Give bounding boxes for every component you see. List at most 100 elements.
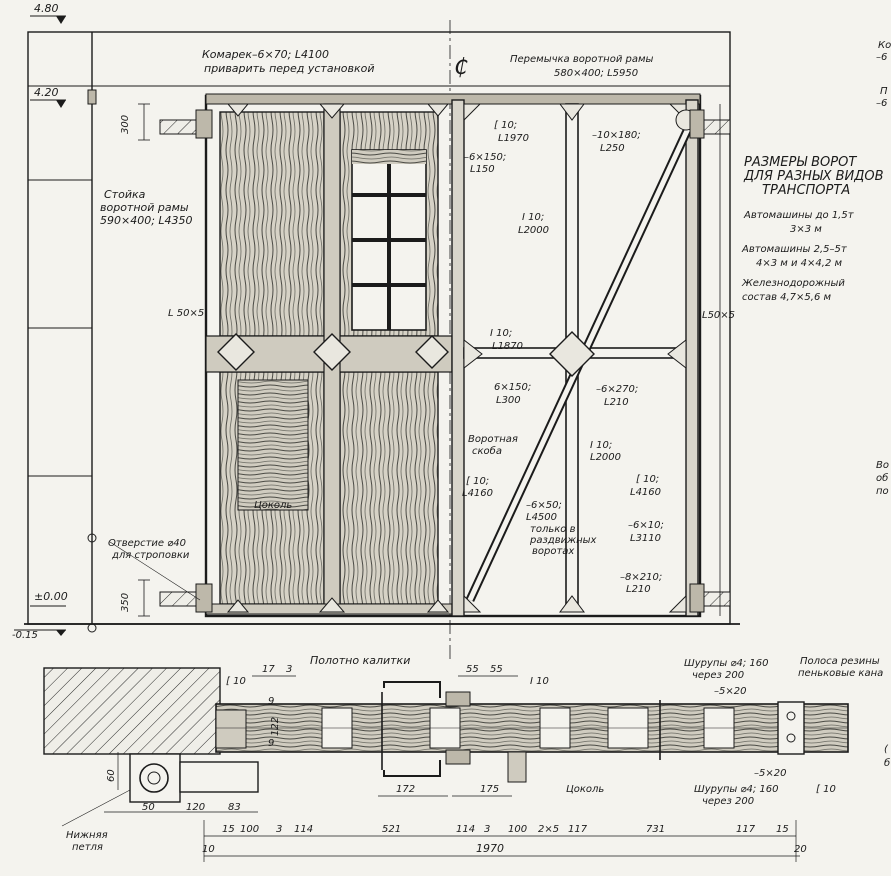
chain-dim-4: 114: [294, 824, 313, 835]
hinges: [87, 89, 731, 633]
gate-sizes-panel: РАЗМЕРЫ ВОРОТ ДЛЯ РАЗНЫХ ВИДОВ ТРАНСПОРТ…: [741, 155, 884, 303]
sizes-heading-3: ТРАНСПОРТА: [762, 183, 850, 198]
sizes-row3-b: состав 4,7×5,6 м: [742, 292, 832, 303]
sizes-row3-a: Железнодорожный: [741, 278, 845, 289]
label-d1: I 10;: [522, 212, 544, 223]
post-note-2: воротной рамы: [100, 201, 189, 214]
label-k3: только в: [530, 524, 576, 535]
label-c1: –10×180;: [592, 130, 641, 141]
plan-d175: 175: [480, 784, 499, 795]
label-f2: L300: [496, 395, 521, 406]
plan-d60: 60: [106, 769, 117, 782]
label-o1: –8×210;: [620, 572, 662, 583]
label-h1: I 10;: [590, 440, 612, 451]
chain-dim-3: 3: [276, 824, 282, 835]
cropped-right-notes: Ко –6 П –6 Во об по ( б: [876, 40, 891, 769]
plan-d55b: 55: [490, 664, 503, 675]
label-i2: скоба: [472, 445, 502, 457]
plan-d3: 3: [286, 664, 292, 675]
chain-total: 1970: [476, 842, 504, 855]
label-e1: I 10;: [490, 328, 512, 339]
label-a1: –6×150;: [464, 152, 506, 163]
sizes-row2-a: Автомашины 2,5–5т: [741, 244, 848, 255]
wicket-panels: [205, 103, 453, 615]
label-k1: –6×50;: [526, 500, 562, 511]
angle-label-right: L50×5: [702, 310, 735, 321]
post-note-1: Стойка: [104, 188, 146, 201]
chain-dim-1: 15: [222, 824, 235, 835]
hole-note-2: для строповки: [111, 550, 190, 561]
plan-d17: 17: [262, 664, 275, 675]
plan-rubber-2: пеньковые кана: [798, 668, 883, 679]
label-m2: L4160: [630, 487, 661, 498]
centerline-mark: ₵: [454, 55, 468, 80]
level-markers: [14, 15, 66, 636]
chain-dim-5: 521: [382, 824, 401, 835]
label-g2: L210: [604, 397, 629, 408]
label-d2: L2000: [518, 225, 549, 236]
plan-section: [43, 667, 849, 827]
dim-350: 350: [120, 593, 131, 612]
label-n1: –6×10;: [628, 520, 664, 531]
right-note-1: Ко: [878, 40, 891, 51]
label-b2: L1970: [498, 133, 529, 144]
plan-rubber-1: Полоса резины: [800, 656, 880, 667]
post-note-3: 590×400; L4350: [100, 214, 193, 227]
label-plinth-elev: Цоколь: [254, 500, 292, 511]
plan-d83: 83: [228, 802, 241, 813]
label-k5: воротах: [532, 546, 574, 557]
plan-channel-right: [ 10: [816, 784, 836, 795]
plan-hinge-2: петля: [72, 842, 103, 853]
chain-left-10: 10: [202, 844, 215, 855]
sizes-row1-b: 3×3 м: [790, 224, 822, 235]
right-note-3: П: [880, 86, 888, 97]
dim-300: 300: [120, 115, 131, 134]
angle-label-left: L 50×5: [168, 308, 204, 319]
channel-c10-centre: [451, 99, 465, 617]
level-000: ±0.00: [34, 590, 68, 603]
right-note-4: –6: [876, 98, 887, 109]
right-note-6: об: [876, 472, 888, 484]
plan-d9a: 9: [268, 696, 274, 707]
label-c2: L250: [600, 143, 625, 154]
label-i1: Воротная: [468, 434, 518, 445]
lintel-note-1: Перемычка воротной рамы: [510, 54, 654, 65]
komarek-note-1: Комарек–6×70; L4100: [202, 48, 329, 61]
plan-d50: 50: [142, 802, 155, 813]
label-b1: [ 10;: [494, 120, 517, 131]
plan-hinge-1: Нижняя: [66, 830, 108, 841]
label-j1: [ 10;: [466, 476, 489, 487]
label-k4: раздвижных: [529, 535, 597, 546]
chain-dim-7: 3: [484, 824, 490, 835]
komarek-note-2: приварить перед установкой: [204, 62, 375, 75]
level-480: 4.80: [34, 2, 59, 15]
plan-title: Полотно калитки: [310, 654, 410, 667]
plan-d122: 122: [270, 717, 281, 736]
label-j2: L4160: [462, 488, 493, 499]
plan-plinth: Цоколь: [566, 784, 604, 795]
chain-dim-12: 117: [736, 824, 756, 835]
right-frame-members: [463, 99, 699, 617]
chain-dim-2: 100: [240, 824, 259, 835]
label-h2: L2000: [590, 452, 621, 463]
right-note-2: –6: [876, 52, 887, 63]
label-f1: 6×150;: [494, 382, 531, 393]
plan-d120: 120: [186, 802, 205, 813]
elevation-dimensions: [109, 103, 721, 617]
plan-dimensions: [104, 675, 800, 862]
plan-ibeam: I 10: [530, 676, 549, 687]
sizes-row1-a: Автомашины до 1,5т: [743, 210, 855, 221]
plan-d55a: 55: [466, 664, 479, 675]
right-note-9: б: [884, 757, 890, 769]
right-note-8: (: [884, 744, 889, 755]
plan-strip-top: –5×20: [714, 686, 746, 697]
right-note-5: Во: [876, 460, 889, 471]
label-g1: –6×270;: [596, 384, 638, 395]
gate-frame: [24, 20, 740, 660]
hole-note-1: Отверстие ⌀40: [108, 538, 186, 549]
plan-screws-bot-2: через 200: [702, 796, 754, 807]
chain-right-20: 20: [794, 844, 807, 855]
chain-dim-8: 100: [508, 824, 527, 835]
